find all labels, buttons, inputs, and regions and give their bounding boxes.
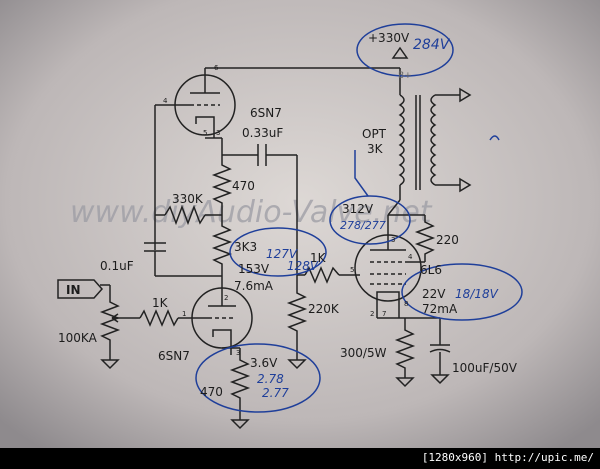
watermark: www.diyAudio-Valve.net [70,195,433,230]
label-pot: 100KA [58,331,98,345]
label-b-plus: B+ [398,71,412,81]
pin-label: 2 [224,294,228,302]
label-tube-bottom: 6SN7 [158,349,190,363]
pin-label: 7 [382,310,386,318]
pin-label: 4 [163,97,168,105]
image-footer: [1280x960] http://upic.me/ [421,451,594,464]
label-v-18: 18/18V [455,287,499,301]
label-r-470-top: 470 [232,179,255,193]
label-r-1k-grid: 1K [310,251,327,265]
pin-label: 3 [216,129,220,137]
label-r-470-bot: 470 [200,385,223,399]
label-tube-power: 6L6 [420,263,442,277]
label-supply-measured: 284V [413,37,451,53]
pin-label: 8 [404,300,408,308]
label-opt: OPT [362,127,387,141]
label-cap-100u: 100uF/50V [452,361,518,375]
input-box [57,279,104,299]
label-i-7-6: 7.6mA [234,279,274,293]
label-r-300: 300/5W [340,346,387,360]
label-supply: +330V [368,31,410,45]
pin-label: 1 [182,310,186,318]
label-i-72: 72mA [422,302,458,316]
pin-label: 4 [408,253,413,261]
label-r-3k3: 3K3 [234,240,257,254]
pin-label: 5 [203,129,207,137]
label-r-330k: 330K [172,192,204,206]
pin-label: 3 [236,349,240,357]
label-cap-bypass: 0.1uF [100,259,134,273]
label-v-127: 127V [266,247,298,261]
paper-background [0,0,600,448]
pin-label: 2 [370,310,374,318]
label-v-22: 22V [422,287,446,301]
label-tube-top: 6SN7 [250,106,282,120]
label-in: IN [66,283,81,297]
label-r-220k: 220K [308,302,340,316]
label-r-1k-in: 1K [152,296,169,310]
label-v-128: 128V [287,259,319,273]
label-v-312: 312V [342,202,374,216]
label-cap-coupling: 0.33uF [242,126,283,140]
pin-label: 6 [214,64,219,72]
label-opt-imp: 3K [367,142,384,156]
pin-label: 5 [350,266,354,274]
label-v-3-6: 3.6V [250,356,278,370]
pin-label: 3 [391,236,395,244]
label-v-153: 153V [238,262,270,276]
label-v-278b: 2.78 [257,372,284,386]
label-v-278: 278/277 [340,219,386,232]
label-v-277b: 2.77 [262,386,289,400]
label-r-220: 220 [436,233,459,247]
